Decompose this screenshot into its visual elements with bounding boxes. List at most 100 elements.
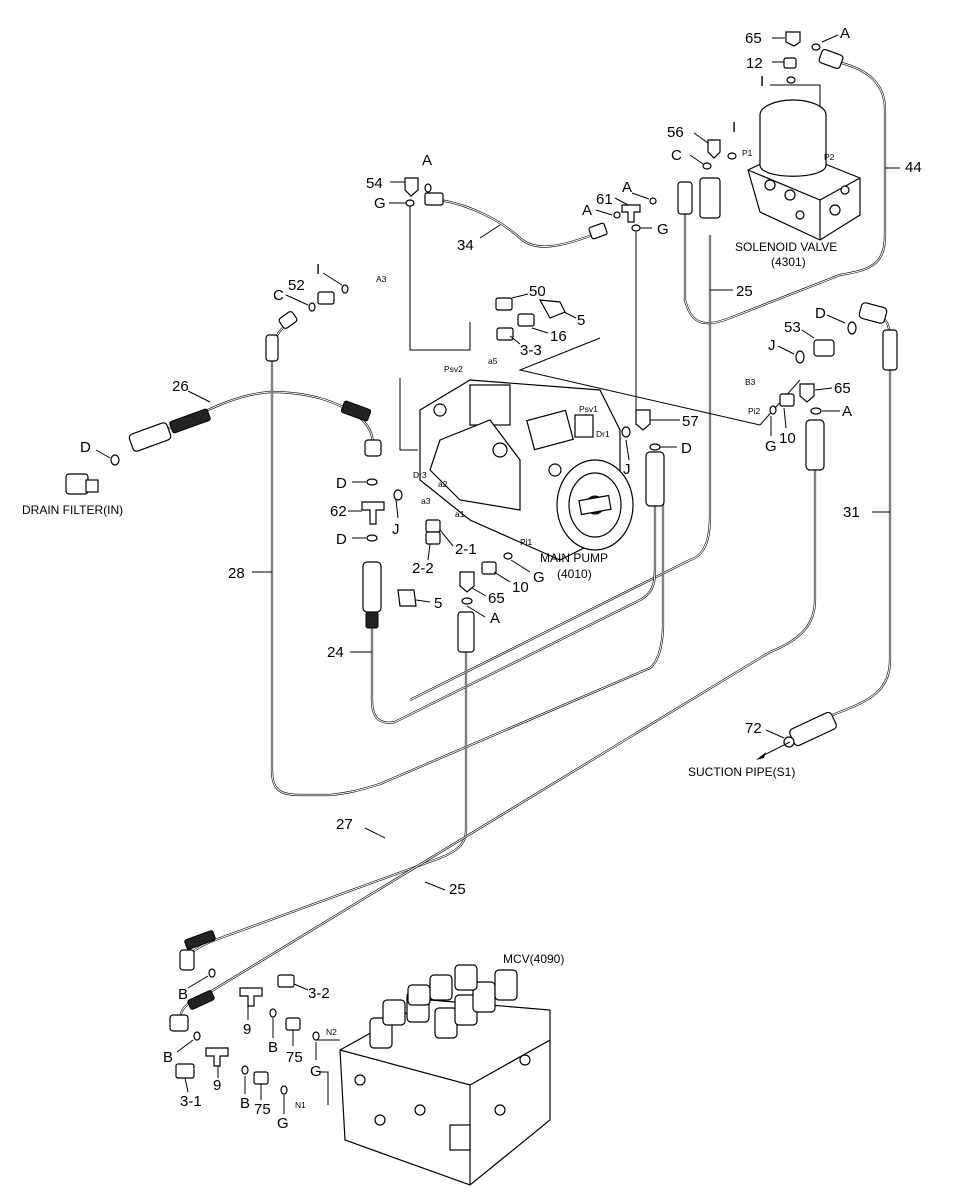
drain-filter-name: DRAIN FILTER(IN) xyxy=(22,503,123,517)
solenoid-valve-code: (4301) xyxy=(771,255,806,269)
port-p2: P2 xyxy=(824,152,835,162)
callout-65-right: 65 xyxy=(834,380,851,397)
port-dr3: Dr3 xyxy=(413,470,427,480)
port-marks: A3 Psv2 a5 Psv1 Dr1 Dr3 a3 a2 a1 Pi1 B3 … xyxy=(295,148,835,1110)
callout-d-upper: D xyxy=(336,475,347,492)
callout-44: 44 xyxy=(905,159,922,176)
callout-g-right: G xyxy=(765,438,777,455)
callout-g-54: G xyxy=(374,195,386,212)
callout-2-1: 2-1 xyxy=(455,541,477,558)
callout-50: 50 xyxy=(529,283,546,300)
callout-57: 57 xyxy=(682,413,699,430)
callout-61: 61 xyxy=(596,191,613,208)
callout-9-lower: 9 xyxy=(213,1077,221,1094)
callout-5-lower: 5 xyxy=(434,595,442,612)
callout-27: 27 xyxy=(336,816,353,833)
mcv-valve xyxy=(339,964,551,1186)
solenoid-valve-name: SOLENOID VALVE xyxy=(735,240,837,254)
callout-d-lower: D xyxy=(336,531,347,548)
callout-25-upper: 25 xyxy=(736,283,753,300)
callout-2-2: 2-2 xyxy=(412,560,434,577)
callout-10-mid: 10 xyxy=(512,579,529,596)
callout-b-upper: B xyxy=(178,986,188,1003)
callout-g-mid: G xyxy=(533,569,545,586)
callout-a-right: A xyxy=(842,403,852,420)
callout-3-2: 3-2 xyxy=(308,985,330,1002)
callout-16: 16 xyxy=(550,328,567,345)
label-leaders xyxy=(95,34,900,1114)
callout-54: 54 xyxy=(366,175,383,192)
hose-25-upper xyxy=(409,235,712,701)
port-a3: a3 xyxy=(421,496,431,506)
leader-lines xyxy=(316,84,821,1105)
callout-53: 53 xyxy=(784,319,801,336)
callout-62: 62 xyxy=(330,503,347,520)
port-pi1: Pi1 xyxy=(520,537,533,547)
callout-i-52: I xyxy=(316,261,320,278)
hose-44 xyxy=(683,60,887,325)
main-pump-code: (4010) xyxy=(557,567,592,581)
hose-fittings xyxy=(128,48,898,1032)
callout-b-lower: B xyxy=(240,1095,250,1112)
callout-75-upper: 75 xyxy=(286,1049,303,1066)
callout-72: 72 xyxy=(745,720,762,737)
part-callouts: 65 A 12 I 56 I C 44 54 A G 61 A A G 34 I… xyxy=(80,25,922,1132)
solenoid-valve xyxy=(747,99,861,241)
callout-52: 52 xyxy=(288,277,305,294)
callout-a-top: A xyxy=(840,25,850,42)
port-a3-top: A3 xyxy=(376,274,387,284)
callout-b-left: B xyxy=(163,1049,173,1066)
callout-3-3: 3-3 xyxy=(520,342,542,359)
callout-25-lower: 25 xyxy=(449,881,466,898)
callout-j-dr1: J xyxy=(623,461,631,478)
o-rings xyxy=(110,43,857,1095)
port-b3: B3 xyxy=(745,377,756,387)
main-pump xyxy=(419,379,634,561)
callout-5-upper: 5 xyxy=(577,312,585,329)
callout-g-61: G xyxy=(657,221,669,238)
callout-i-valve: I xyxy=(732,119,736,136)
callout-j-dr3: J xyxy=(392,521,400,538)
port-a2: a2 xyxy=(438,479,448,489)
callout-3-1: 3-1 xyxy=(180,1093,202,1110)
port-a1: a1 xyxy=(455,509,465,519)
callout-c-valve: C xyxy=(671,147,682,164)
port-p1: P1 xyxy=(742,148,753,158)
drain-filter xyxy=(65,473,99,495)
hose-24 xyxy=(370,480,657,724)
callout-b-mid: B xyxy=(268,1039,278,1056)
callout-g-n1: G xyxy=(277,1115,289,1132)
component-captions: MAIN PUMP (4010) SOLENOID VALVE (4301) M… xyxy=(22,240,837,966)
callout-9-upper: 9 xyxy=(243,1021,251,1038)
port-n1: N1 xyxy=(295,1100,306,1110)
callout-28: 28 xyxy=(228,565,245,582)
hose-34 xyxy=(439,198,601,248)
callout-g-n2: G xyxy=(310,1063,322,1080)
callout-34: 34 xyxy=(457,237,474,254)
callout-a-mid: A xyxy=(490,610,500,627)
callout-d-filter: D xyxy=(80,439,91,456)
fittings xyxy=(175,31,835,1085)
port-pi2: Pi2 xyxy=(748,406,761,416)
port-psv1: Psv1 xyxy=(579,404,598,414)
callout-10-right: 10 xyxy=(779,430,796,447)
port-dr1: Dr1 xyxy=(596,429,610,439)
callout-75-lower: 75 xyxy=(254,1101,271,1118)
callout-j-b3: J xyxy=(768,337,776,354)
mcv-name: MCV(4090) xyxy=(503,952,564,966)
callout-26: 26 xyxy=(172,378,189,395)
port-psv2: Psv2 xyxy=(444,364,463,374)
callout-a-54: A xyxy=(422,152,432,169)
callout-24: 24 xyxy=(327,644,344,661)
callout-a-61b: A xyxy=(582,202,592,219)
callout-65-top: 65 xyxy=(745,30,762,47)
callout-d-53: D xyxy=(815,305,826,322)
hose-25-lower xyxy=(178,440,817,1025)
callout-65-mid: 65 xyxy=(488,590,505,607)
hose-27 xyxy=(186,630,468,967)
main-pump-name: MAIN PUMP xyxy=(540,551,608,565)
suction-pipe-name: SUCTION PIPE(S1) xyxy=(688,765,795,779)
callout-c-52: C xyxy=(273,287,284,304)
port-a5: a5 xyxy=(488,356,498,366)
